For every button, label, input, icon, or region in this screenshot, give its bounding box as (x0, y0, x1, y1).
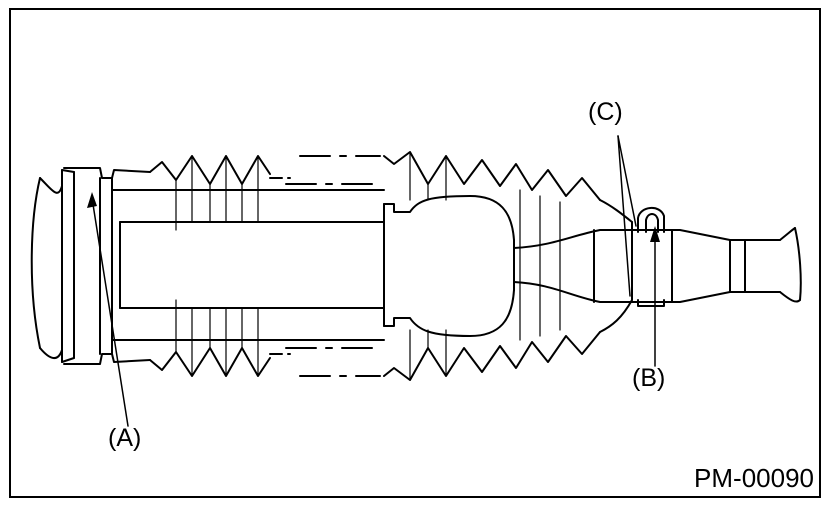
boot-bellows-upper (149, 151, 601, 201)
clamp-b (637, 207, 665, 307)
leader-lines (91, 135, 656, 427)
boot-neck (599, 199, 633, 333)
boot-inner-lines (175, 151, 561, 381)
boot-bellows-lower (149, 331, 601, 381)
figure-frame (9, 8, 821, 498)
tie-rod (513, 227, 802, 303)
clamp-a (63, 167, 151, 365)
label-a: (A) (108, 424, 142, 452)
rack-shaft (111, 189, 385, 341)
figure-code: PM-00090 (694, 463, 814, 493)
arrowheads (87, 192, 660, 242)
label-c: (C) (588, 98, 623, 126)
ball-joint (383, 195, 515, 337)
label-b: (B) (632, 364, 666, 392)
housing-tube (30, 169, 75, 363)
